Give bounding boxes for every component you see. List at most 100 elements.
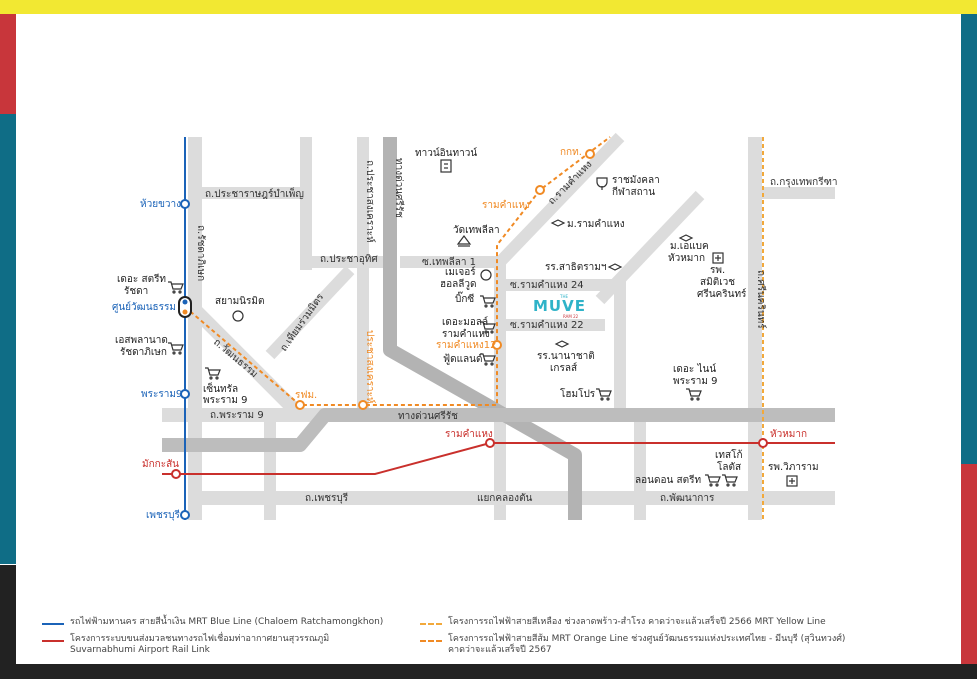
cart-icon-london [705, 474, 721, 487]
label-klongton: แยกคลองตัน [477, 493, 533, 504]
label-srinakarin: ถ.ศรีนครินทร์ [755, 270, 767, 329]
label-pracha-songkroh: ถ.ประชาสงเคราะห์ [364, 160, 376, 243]
label-rama9-road: ถ.พระราม 9 [210, 410, 264, 421]
station-pracha-songkroh [358, 400, 368, 410]
svg-text:ศูนย์วัฒนธรรม: ศูนย์วัฒนธรรม [112, 301, 176, 313]
label-expressway-v: ทางด่วนศรีรัช [393, 158, 405, 218]
station-ram-arl [485, 438, 495, 448]
svg-text:ฟู้ดแลนด์: ฟู้ดแลนด์ [443, 353, 482, 365]
station-kkt [585, 149, 595, 159]
road-thiam [265, 265, 355, 360]
svg-text:MUVE: MUVE [533, 297, 586, 315]
svg-text:สมิติเวช: สมิติเวช [700, 277, 735, 288]
station-huai-khwang [180, 199, 190, 209]
svg-text:เอสพลานาด: เอสพลานาด [115, 335, 168, 346]
cart-icon-esplanade [168, 342, 184, 355]
right-red-band [961, 464, 977, 679]
cart-icon-homepro [596, 388, 612, 401]
svg-text:ฮอลลีวูด: ฮอลลีวูด [440, 278, 476, 290]
airport-rail-link [162, 442, 835, 475]
label-ram22: ซ.รามคำแหง 22 [510, 320, 584, 331]
label-thepleela1: ซ.เทพลีลา 1 [422, 256, 476, 268]
road-diag-ne [595, 190, 705, 305]
svg-text:ราชมังคลา: ราชมังคลา [612, 175, 660, 186]
left-red-band [0, 14, 16, 114]
legend-yellow-text: โครงการรถไฟฟ้าสายสีเหลือง ช่วงลาดพร้าว-ส… [448, 617, 826, 627]
graduation-icon-ru [550, 219, 566, 227]
svg-text:รฟม.: รฟม. [295, 390, 317, 401]
svg-text:รามคำแหง: รามคำแหง [442, 329, 490, 340]
svg-text:ลอนดอน สตรีท: ลอนดอน สตรีท [635, 474, 701, 486]
cart-icon-tesco [722, 474, 738, 487]
svg-text:เซ็นทรัล: เซ็นทรัล [203, 381, 238, 395]
cart-icon-foodland [480, 353, 496, 366]
temple-icon [456, 235, 472, 247]
cart-icon-street [168, 281, 184, 294]
svg-text:พระราม9: พระราม9 [141, 389, 182, 400]
legend-blue-swatch [42, 623, 64, 625]
svg-text:บิ๊กซี: บิ๊กซี [455, 291, 474, 305]
svg-text:รัชดาภิเษก: รัชดาภิเษก [120, 347, 167, 358]
svg-text:รร.นานาชาติ: รร.นานาชาติ [537, 351, 595, 362]
svg-text:โฮมโปร: โฮมโปร [560, 387, 596, 400]
hospital-icon-wiharam [786, 475, 798, 487]
trophy-icon [596, 177, 608, 190]
theater-icon [480, 269, 492, 281]
cart-icon-nine [686, 388, 702, 401]
orange-line [184, 136, 611, 406]
svg-text:ห้วยขวาง: ห้วยขวาง [140, 198, 181, 210]
hospital-icon-samitivej [712, 252, 724, 264]
svg-text:รร.สาธิตรามฯ: รร.สาธิตรามฯ [545, 262, 606, 273]
label-pracharat: ถ.ประชาราษฎร์บำเพ็ญ [205, 186, 304, 200]
svg-text:รามคำแหง12: รามคำแหง12 [436, 340, 497, 351]
top-yellow-band [0, 0, 977, 14]
svg-text:ม.รามคำแหง: ม.รามคำแหง [567, 219, 625, 230]
road-ratchada-diag [190, 305, 305, 420]
place-labels: ทาวน์อินทาวน์ วัดเทพลีลา เมเจอร์ ฮอลลีวู… [115, 147, 819, 486]
svg-text:หัวหมาก: หัวหมาก [770, 429, 807, 440]
building-icon [440, 159, 452, 173]
svg-text:กีฬาสถาน: กีฬาสถาน [612, 186, 655, 198]
svg-text:ทาวน์อินทาวน์: ทาวน์อินทาวน์ [415, 147, 477, 159]
theater-icon-siam [232, 310, 244, 322]
label-phetchaburi: ถ.เพชรบุรี [305, 492, 349, 504]
svg-text:หัวหมาก: หัวหมาก [668, 253, 705, 264]
graduation-icon-abac [678, 234, 694, 242]
svg-text:รามคำแหง: รามคำแหง [445, 429, 493, 440]
legend-red-text-1: โครงการระบบขนส่งมวลชนทางรถไฟเชื่อมท่าอาก… [70, 634, 330, 644]
cart-icon-bigc [480, 295, 496, 308]
label-pracha-uthit: ถ.ประชาอุทิศ [320, 254, 378, 265]
svg-text:พระราม 9: พระราม 9 [673, 376, 717, 387]
label-thiam: ถ.เทียมร่วมมิตร [278, 291, 327, 354]
svg-text:ม.เอแบค: ม.เอแบค [670, 241, 709, 252]
legend-red-text-2: Suvarnabhumi Airport Rail Link [70, 645, 210, 655]
svg-text:รพ.: รพ. [710, 265, 725, 276]
svg-text:THE: THE [559, 294, 568, 299]
project-logo: THE MUVE RAM 22 [533, 294, 586, 319]
right-teal-band [961, 14, 977, 464]
legend-orange-text-2: คาดว่าจะแล้วเสร็จปี 2567 [448, 645, 552, 655]
svg-text:โลตัส: โลตัส [717, 460, 741, 473]
label-phatthanakan: ถ.พัฒนาการ [660, 493, 715, 504]
svg-text:เดอะ สตรีท: เดอะ สตรีท [117, 273, 166, 285]
cart-icon-mall [480, 321, 496, 334]
svg-text:เกรลส์: เกรลส์ [550, 362, 577, 374]
graduation-icon-nanachat [554, 340, 570, 348]
legend-blue-text: รถไฟฟ้ามหานคร สายสีน้ำเงิน MRT Blue Line… [70, 617, 384, 627]
svg-text:เทสโก้: เทสโก้ [715, 448, 743, 461]
svg-text:รามคำแหง: รามคำแหง [482, 200, 530, 211]
station-ram12 [492, 340, 502, 350]
svg-text:มักกะสัน: มักกะสัน [142, 459, 179, 470]
legend-red-swatch [42, 640, 64, 642]
legend-orange-text-1: โครงการรถไฟฟ้าสายสีส้ม MRT Orange Line ช… [448, 634, 846, 644]
legend-orange-swatch [420, 640, 442, 642]
svg-text:รพ.วิภาราม: รพ.วิภาราม [768, 462, 819, 473]
label-ratchada: ถ.รัชดาภิเษก [195, 225, 206, 281]
svg-text:กกท.: กกท. [560, 147, 582, 158]
legend-yellow-swatch [420, 623, 442, 625]
svg-text:เมเจอร์: เมเจอร์ [445, 266, 476, 278]
station-labels: ห้วยขวาง ศูนย์วัฒนธรรม พระราม9 เพชรบุรี … [112, 147, 807, 521]
svg-text:สยามนิรมิต: สยามนิรมิต [215, 296, 264, 307]
svg-text:เพชรบุรี: เพชรบุรี [146, 509, 181, 521]
